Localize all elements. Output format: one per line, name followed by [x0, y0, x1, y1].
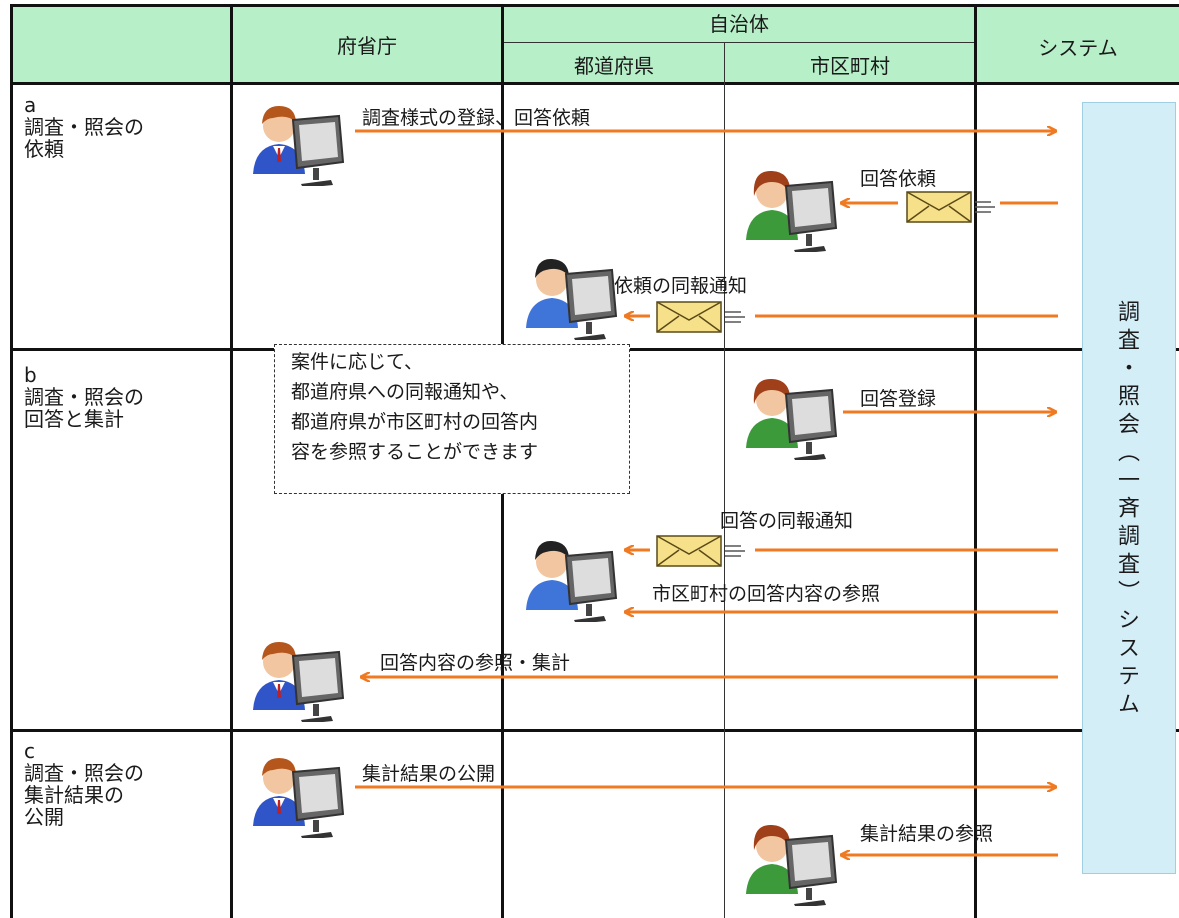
header-system: [977, 6, 1179, 82]
header-ministry-label: 府省庁: [337, 34, 397, 58]
envelope-icon: [656, 535, 745, 567]
header-corner: [12, 6, 230, 82]
row-b-label: 調査・照会の 回答と集計: [24, 385, 144, 431]
header-municipality-label: 市区町村: [810, 54, 890, 78]
header-local-gov-label: 自治体: [709, 12, 769, 36]
row-c-letter: c: [24, 739, 35, 763]
table-top-border: [10, 4, 1179, 7]
annotation-b-ref-muni: 市区町村の回答内容の参照: [652, 583, 881, 605]
row-b-letter: b: [24, 363, 37, 387]
note-line-2: 都道府県への同報通知や、: [291, 381, 519, 403]
municipality-user-icon: [746, 378, 838, 460]
system-box: [1082, 102, 1176, 874]
municipality-user-icon: [746, 170, 838, 252]
note-box: 案件に応じて、 都道府県への同報通知や、 都道府県が市区町村の回答内 容を参照す…: [274, 344, 630, 494]
col-label-border: [230, 4, 233, 918]
ministry-user-icon: [253, 758, 345, 838]
prefecture-user-icon: [526, 258, 618, 340]
system-box-label: 調査・照会（一斉調査）システム: [1114, 300, 1139, 720]
local-gov-divider: [504, 42, 974, 43]
note-line-4: 容を参照することができます: [291, 441, 539, 463]
header-bottom-border: [10, 82, 1179, 85]
ministry-user-icon: [253, 642, 345, 722]
row-b-bottom-border: [10, 729, 1179, 732]
annotation-c-publish: 集計結果の公開: [362, 763, 496, 785]
municipality-user-icon: [746, 824, 838, 906]
row-a-letter: a: [24, 93, 37, 117]
note-line-1: 案件に応じて、: [291, 351, 424, 373]
annotation-a-notify: 依頼の同報通知: [614, 275, 748, 297]
envelope-icon: [906, 191, 995, 223]
annotation-b-answer: 回答登録: [860, 388, 937, 410]
envelope-icon: [656, 301, 745, 333]
row-a-label: 調査・照会の 依頼: [24, 115, 144, 161]
header-system-label: システム: [1038, 36, 1118, 60]
annotation-a-request: 回答依頼: [860, 168, 937, 190]
header-ministry: [233, 6, 501, 82]
ministry-user-icon: [253, 106, 345, 186]
header-local-gov: [504, 6, 974, 82]
annotation-b-notify: 回答の同報通知: [720, 510, 854, 532]
col-local-gov-border: [974, 4, 977, 918]
annotation-a-register: 調査様式の登録、回答依頼: [362, 107, 591, 129]
row-c-label: 調査・照会の 集計結果の 公開: [24, 761, 144, 829]
note-line-3: 都道府県が市区町村の回答内: [291, 411, 539, 433]
annotation-c-ref: 集計結果の参照: [860, 823, 994, 845]
col-left-border: [10, 4, 13, 918]
col-prefecture-border: [724, 42, 725, 918]
annotation-b-ref-total: 回答内容の参照・集計: [380, 652, 571, 674]
prefecture-user-icon: [526, 540, 618, 622]
header-prefecture-label: 都道府県: [574, 54, 654, 78]
